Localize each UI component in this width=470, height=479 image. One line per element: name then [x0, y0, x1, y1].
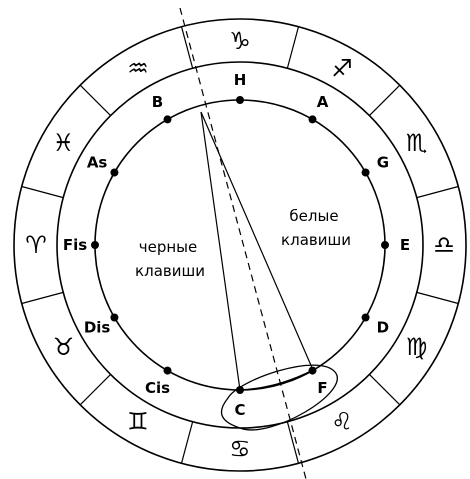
- note-dot-as: [110, 168, 119, 177]
- gemini-icon: ♊: [127, 408, 149, 436]
- taurus-icon: ♉: [53, 333, 75, 361]
- virgo-icon: ♍: [406, 333, 428, 361]
- white-keys-label-line2: клавиши: [281, 231, 351, 249]
- pisces-icon: ♓: [53, 129, 75, 157]
- zodiac-divider: [21, 291, 64, 305]
- libra-icon: ♎: [433, 231, 455, 259]
- zodiac-divider: [21, 185, 64, 199]
- zodiac-divider: [368, 373, 401, 406]
- leo-icon: ♌: [331, 408, 353, 436]
- note-dot-b: [163, 115, 172, 124]
- note-dot-fis: [91, 241, 99, 249]
- aries-icon: ♈: [25, 231, 47, 259]
- line-b-to-f: [200, 111, 314, 371]
- curve-c-to-f: [239, 369, 314, 391]
- black-keys-label-line2: клавиши: [135, 262, 205, 280]
- line-b-to-c: [200, 111, 241, 391]
- note-labels: H A G E D F C Cis Dis Fis As B: [63, 71, 410, 419]
- note-dot-cis: [163, 366, 172, 375]
- note-label-c: C: [234, 401, 245, 419]
- note-dot-e: [381, 241, 389, 249]
- scorpio-icon: ♏: [406, 129, 428, 157]
- note-label-as: As: [87, 154, 108, 172]
- zodiac-sector-dividers: [21, 26, 459, 464]
- note-dot-dis: [110, 313, 119, 322]
- cf-enclosure: [220, 364, 338, 431]
- note-dots: [91, 96, 389, 394]
- zodiac-divider: [79, 84, 112, 117]
- zodiac-divider: [416, 185, 459, 199]
- note-label-h: H: [234, 71, 247, 89]
- note-label-d: D: [377, 319, 389, 337]
- note-dot-d: [361, 313, 370, 322]
- zodiac-divider: [180, 421, 194, 464]
- zodiac-glyphs: ♑ ♐ ♏ ♎ ♍ ♌ ♋ ♊ ♉ ♈ ♓ ♒: [25, 27, 455, 463]
- dashed-axis-line: [179, 7, 307, 479]
- zodiac-divider: [286, 26, 300, 69]
- note-label-a: A: [317, 93, 329, 111]
- note-dot-h: [236, 96, 244, 104]
- note-label-g: G: [377, 154, 389, 172]
- note-label-f: F: [317, 379, 327, 397]
- aquarius-icon: ♒: [127, 54, 149, 82]
- cancer-icon: ♋: [229, 435, 251, 463]
- capricorn-icon: ♑: [229, 27, 251, 55]
- note-dot-c: [236, 386, 244, 394]
- zodiac-divider: [368, 84, 401, 117]
- note-dot-g: [361, 168, 370, 177]
- note-dot-a: [308, 115, 317, 124]
- note-label-fis: Fis: [63, 236, 87, 254]
- zodiac-divider: [180, 26, 194, 69]
- black-keys-label-line1: черные: [139, 238, 198, 256]
- zodiac-divider: [79, 373, 112, 406]
- note-label-cis: Cis: [145, 379, 170, 397]
- middle-ring: [56, 61, 424, 429]
- note-label-dis: Dis: [84, 319, 111, 337]
- note-label-e: E: [400, 236, 410, 254]
- zodiac-divider: [416, 291, 459, 305]
- white-keys-label-line1: белые: [289, 207, 338, 225]
- outer-ring: [13, 18, 467, 472]
- zodiac-divider: [286, 421, 300, 464]
- note-label-b: B: [152, 93, 163, 111]
- note-dot-f: [308, 366, 317, 375]
- sagittarius-icon: ♐: [331, 54, 353, 82]
